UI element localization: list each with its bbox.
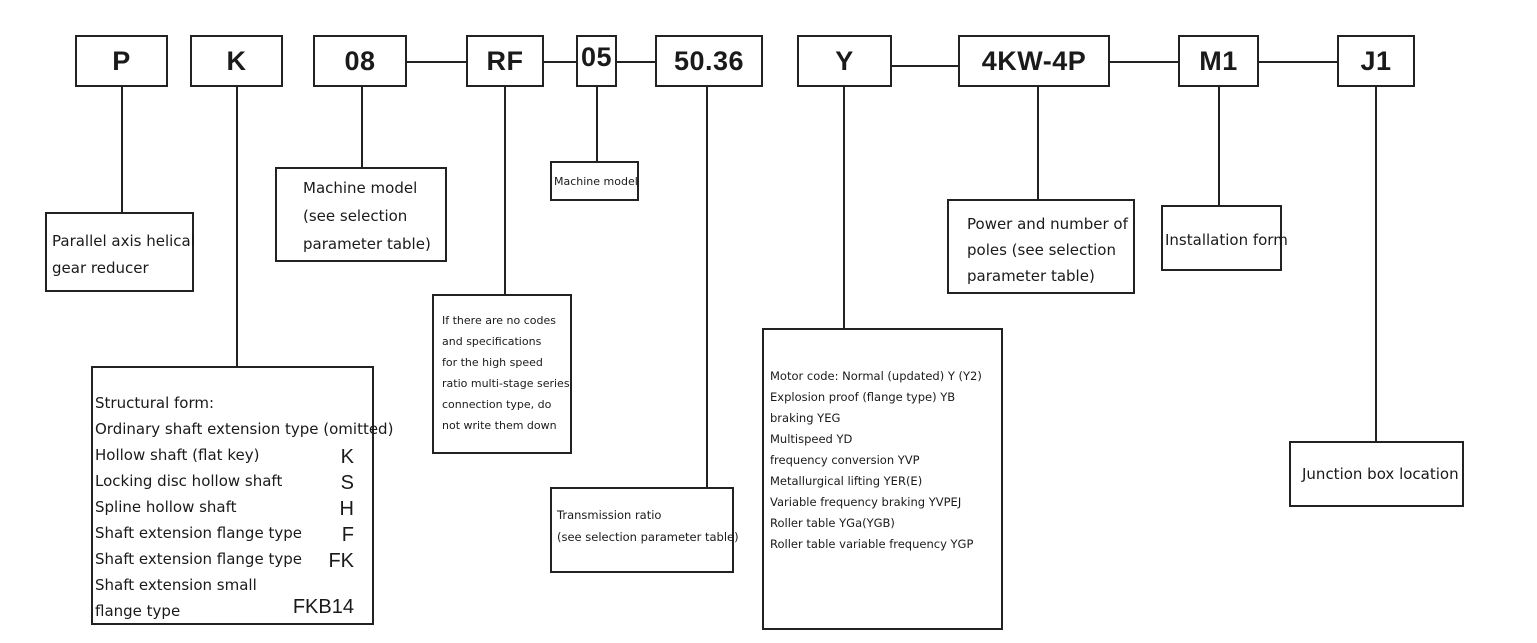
desc-line: Junction box location (1302, 465, 1459, 483)
desc-installation-form: Installation form (1161, 205, 1288, 271)
desc-line: (see selection parameter table) (557, 530, 739, 544)
desc-line: parameter table) (967, 267, 1095, 285)
desc-motor-code: Motor code: Normal (updated) Y (Y2) Expl… (762, 328, 1003, 630)
motor-line: Explosion proof (flange type) YB (770, 390, 956, 404)
code-box-05: 05 (576, 35, 617, 87)
structural-row-code: F (341, 524, 354, 546)
desc-line: and specifications (442, 335, 542, 348)
motor-line: braking YEG (770, 411, 841, 425)
motor-line: Metallurgical lifting YER(E) (770, 474, 923, 488)
code-box-y: Y (797, 35, 892, 87)
structural-row: Hollow shaft (flat key) K (95, 442, 372, 468)
desc-machine-model-2: Machine model (550, 161, 639, 201)
structural-row-label: Shaft extension flange type (95, 550, 302, 568)
structural-row-label: Ordinary shaft extension type (omitted) (95, 420, 394, 438)
desc-structural-form: Structural form: Ordinary shaft extensio… (91, 366, 393, 625)
motor-line: Roller table variable frequency YGP (770, 537, 974, 551)
desc-power-poles: Power and number of poles (see selection… (947, 199, 1135, 294)
desc-line: Parallel axis helical (52, 232, 195, 250)
structural-row: Spline hollow shaft H (95, 494, 372, 520)
desc-line: poles (see selection (967, 241, 1116, 259)
structural-row-label: Hollow shaft (flat key) (95, 446, 260, 464)
structural-row-label: Spline hollow shaft (95, 498, 237, 516)
structural-row-label: Shaft extension flange type (95, 524, 302, 542)
motor-line: Variable frequency braking YVPEJ (770, 495, 962, 509)
structural-row: Ordinary shaft extension type (omitted) (95, 416, 393, 442)
structural-row: Shaft extension flange type FK (95, 546, 372, 572)
code-box-j1: J1 (1337, 35, 1415, 87)
motor-line: Roller table YGa(YGB) (770, 516, 895, 530)
structural-row-code: FKB14 (292, 596, 354, 618)
desc-no-codes: If there are no codes and specifications… (432, 294, 572, 454)
desc-transmission-ratio: Transmission ratio (see selection parame… (550, 487, 739, 573)
structural-row: Shaft extension flange type F (95, 520, 372, 546)
structural-row-code: K (340, 446, 354, 468)
structural-row: Shaft extension small (95, 572, 372, 598)
desc-line: If there are no codes (442, 314, 556, 327)
structural-row: flange type FKB14 (95, 596, 372, 624)
structural-row-code: H (339, 498, 354, 520)
structural-title: Structural form: (95, 394, 215, 412)
desc-line: Machine model (554, 175, 638, 188)
desc-line: parameter table) (303, 235, 431, 253)
structural-row-label: flange type (95, 602, 181, 620)
desc-parallel-axis: Parallel axis helical gear reducer (45, 212, 195, 292)
desc-line: Power and number of (967, 215, 1128, 233)
code-box-08: 08 (313, 35, 407, 87)
code-box-p: P (75, 35, 168, 87)
desc-machine-model-1: Machine model (see selection parameter t… (275, 167, 447, 262)
desc-line: for the high speed (442, 356, 543, 369)
code-box-m1: M1 (1178, 35, 1259, 87)
desc-line: (see selection (303, 207, 408, 225)
desc-line: Installation form (1165, 231, 1288, 249)
code-box-ratio: 50.36 (655, 35, 763, 87)
code-box-k: K (190, 35, 283, 87)
structural-row-label: Shaft extension small (95, 576, 257, 594)
structural-row-code: S (340, 472, 354, 494)
desc-line: not write them down (442, 419, 557, 432)
code-box-power: 4KW-4P (958, 35, 1110, 87)
desc-line: ratio multi-stage series (442, 377, 570, 390)
motor-line: Motor code: Normal (updated) Y (Y2) (770, 369, 982, 383)
desc-line: Transmission ratio (557, 508, 662, 522)
motor-line: frequency conversion YVP (770, 453, 920, 467)
structural-row-code: FK (328, 550, 354, 572)
structural-row: Locking disc hollow shaft S (95, 468, 372, 494)
motor-line: Multispeed YD (770, 432, 853, 446)
desc-line: connection type, do (442, 398, 552, 411)
desc-line: gear reducer (52, 259, 149, 277)
desc-line: Machine model (303, 179, 418, 197)
desc-junction-box: Junction box location (1289, 441, 1464, 507)
code-box-rf: RF (466, 35, 544, 87)
structural-row-label: Locking disc hollow shaft (95, 472, 283, 490)
